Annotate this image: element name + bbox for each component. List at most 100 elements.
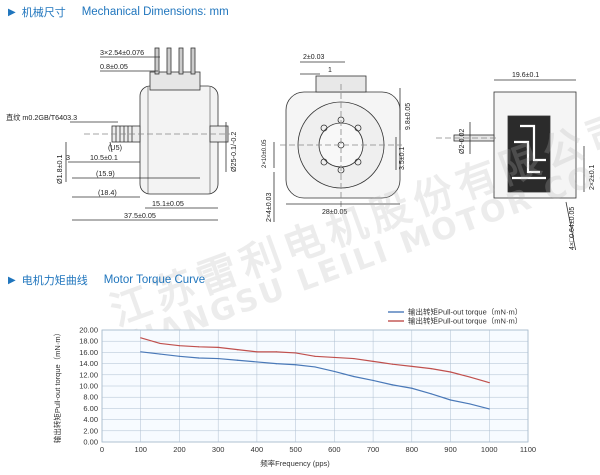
y-tick-label: 20.00: [79, 326, 98, 335]
dim-flange-dia: Ø25-0.1/-0.2: [229, 132, 238, 172]
series-2-point: [391, 363, 394, 365]
series-1-point: [275, 363, 277, 365]
y-tick-label: 12.00: [79, 370, 98, 379]
side-view-labels: 2±0.03 1 9.8±0.05 3.5±0.1 28±0.05 2×4±0.…: [262, 54, 412, 222]
series-1-point: [178, 355, 181, 357]
y-tick-label: 8.00: [83, 393, 98, 402]
dim-37-5: 37.5±0.05: [124, 211, 156, 220]
x-tick-label: 300: [212, 445, 225, 454]
series-1-point: [372, 379, 374, 381]
torque-chart-plot: 0.00 2.00 4.00 6.00 8.00 10.00 12.00 14.00 16.00…: [52, 307, 536, 469]
dim-side-2: 2±0.03: [303, 54, 324, 61]
dim-pin-thickness: 0.8±0.05: [100, 62, 128, 71]
torque-title-en: Motor Torque Curve: [103, 274, 206, 286]
series-1-point: [391, 384, 394, 386]
dimensions-title-zh: 机械尺寸: [21, 7, 66, 19]
legend-entry-2: 输出转矩Pull-out torque（mN·m）: [408, 316, 522, 326]
series-1-point: [198, 357, 200, 359]
series-1-point: [295, 364, 297, 366]
dimensions-title-en: Mechanical Dimensions: mm: [81, 6, 229, 18]
series-2-point: [178, 345, 181, 347]
legend-entry-1: 输出转矩Pull-out torque（mN·m）: [408, 307, 522, 317]
y-tick-label: 14.00: [79, 359, 98, 368]
dim-side-28: 28±0.05: [322, 209, 347, 216]
series-2-point: [295, 352, 297, 354]
x-tick-label: 1100: [520, 445, 536, 454]
connector-block: [149, 71, 201, 91]
series-1-point: [449, 399, 452, 401]
x-tick-label: 500: [289, 445, 302, 454]
series-1-point: [256, 361, 258, 363]
x-tick-label: 100: [134, 445, 147, 454]
series-1-point: [430, 393, 432, 395]
x-tick-label: 0: [100, 445, 104, 454]
y-tick-label: 4.00: [83, 415, 98, 424]
chevron-right-icon: ▶: [8, 6, 16, 18]
dim-rear-dia-2: Ø2-0.02: [459, 129, 466, 154]
series-1-point: [353, 375, 355, 378]
dim-shaft-dia: Ø1.8±0.1: [55, 154, 64, 184]
x-tick-label: 1000: [481, 445, 498, 454]
dim-side-2x10: 2×10±0.05: [262, 139, 268, 168]
series-1-point: [140, 351, 142, 353]
dim-pins: 3×2.54±0.076: [100, 48, 144, 57]
dim-rear-19-6: 19.6±0.1: [512, 72, 539, 79]
series-1-point: [488, 408, 490, 410]
dimensions-section-title: ▶ 机械尺寸 Mechanical Dimensions: mm: [8, 4, 229, 20]
rear-view-labels: 19.6±0.1 Ø2-0.02 2×2±0.1 4×□0.64±0.05: [459, 72, 596, 250]
chevron-right-icon: ▶: [8, 274, 16, 286]
series-2-point: [314, 355, 316, 357]
x-tick-label: 600: [328, 445, 341, 454]
y-tick-label: 10.00: [79, 382, 98, 391]
y-tick-label: 6.00: [83, 404, 98, 413]
torque-chart: 0.00 2.00 4.00 6.00 8.00 10.00 12.00 14.00 16.00…: [52, 307, 536, 469]
x-axis-label: 频率Frequency (pps): [260, 458, 330, 468]
series-1-point: [217, 357, 219, 360]
series-2-point: [159, 342, 161, 345]
dim-15-9: (15.9): [96, 169, 115, 178]
dim-3: 3: [66, 153, 70, 162]
series-1-point: [159, 353, 161, 355]
series-2-point: [333, 356, 335, 359]
dim-18-4: (18.4): [98, 188, 117, 197]
front-view: [65, 47, 230, 221]
dim-side-3-5: 3.5±0.1: [399, 147, 406, 170]
dim-rear-4x064: 4×□0.64±0.05: [569, 207, 576, 250]
series-2-point: [449, 371, 452, 373]
x-tick-label: 900: [444, 445, 457, 454]
series-2-point: [275, 351, 277, 353]
x-tick-label: 800: [406, 445, 419, 454]
series-1-point: [411, 387, 413, 389]
torque-title-zh: 电机力矩曲线: [21, 275, 88, 287]
series-2-point: [256, 351, 258, 353]
series-2-point: [217, 346, 219, 348]
front-view-labels: 3×2.54±0.076 0.8±0.05 直纹 m0.2GB/T6403.3 …: [6, 48, 238, 220]
series-2-point: [430, 368, 432, 370]
mechanical-drawing: 3×2.54±0.076 0.8±0.05 直纹 m0.2GB/T6403.3 …: [6, 47, 596, 250]
series-1-point: [333, 370, 335, 373]
series-2-point: [469, 376, 471, 378]
x-tick-label: 400: [251, 445, 264, 454]
series-1-point: [469, 403, 471, 405]
torque-section-title: ▶ 电机力矩曲线 Motor Torque Curve: [8, 272, 205, 288]
dim-side-2x4: 2×4±0.03: [266, 193, 273, 222]
dim-rear-2x2: 2×2±0.1: [589, 164, 596, 190]
dim-side-9-8: 9.8±0.05: [405, 103, 412, 130]
y-axis-label: 输出转矩Pull-out torque（mN·m）: [52, 329, 62, 443]
dim-15-1: 15.1±0.05: [152, 199, 184, 208]
series-2-point: [372, 360, 374, 362]
series-2-point: [140, 337, 142, 339]
dim-u5: (U5): [108, 143, 122, 152]
series-2-point: [411, 365, 413, 367]
series-1-point: [314, 366, 316, 368]
y-tick-label: 0.00: [83, 438, 98, 447]
y-tick-label: 16.00: [79, 348, 98, 357]
series-1-point: [236, 359, 239, 361]
x-tick-label: 200: [173, 445, 186, 454]
side-view: [273, 61, 402, 222]
y-tick-label: 2.00: [83, 426, 98, 435]
y-tick-label: 18.00: [79, 337, 98, 346]
rear-view: [436, 79, 585, 250]
series-2-point: [236, 349, 239, 351]
series-2-point: [488, 382, 490, 384]
